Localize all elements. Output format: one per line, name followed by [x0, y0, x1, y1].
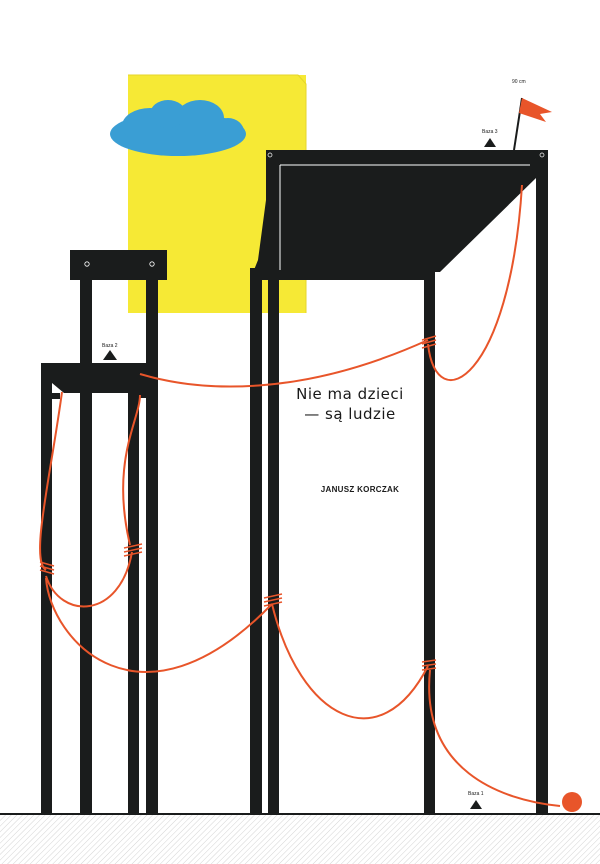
baza3-label: Baza 3	[482, 129, 498, 135]
cloud-icon	[110, 100, 246, 156]
ground	[0, 814, 600, 864]
baza2-label: Baza 2	[102, 343, 118, 349]
baza2-marker-icon	[103, 350, 117, 360]
title-line-1: Nie ma dzieci	[296, 385, 404, 403]
rope-wraps	[39, 335, 437, 671]
rope	[39, 184, 561, 807]
large-table	[250, 150, 548, 814]
back-small-stool	[70, 250, 167, 814]
baza1-label: Baza 1	[468, 791, 484, 797]
title-line-2: — są ludzie	[304, 405, 396, 423]
author-name: JANUSZ KORCZAK	[320, 485, 400, 494]
height-label: 90 cm	[512, 79, 526, 85]
ball	[562, 792, 582, 812]
baza1-marker-icon	[470, 800, 482, 809]
flag-icon	[513, 97, 552, 151]
poster-title: Nie ma dzieci — są ludzie	[280, 384, 420, 424]
baza3-marker-icon	[484, 138, 496, 147]
